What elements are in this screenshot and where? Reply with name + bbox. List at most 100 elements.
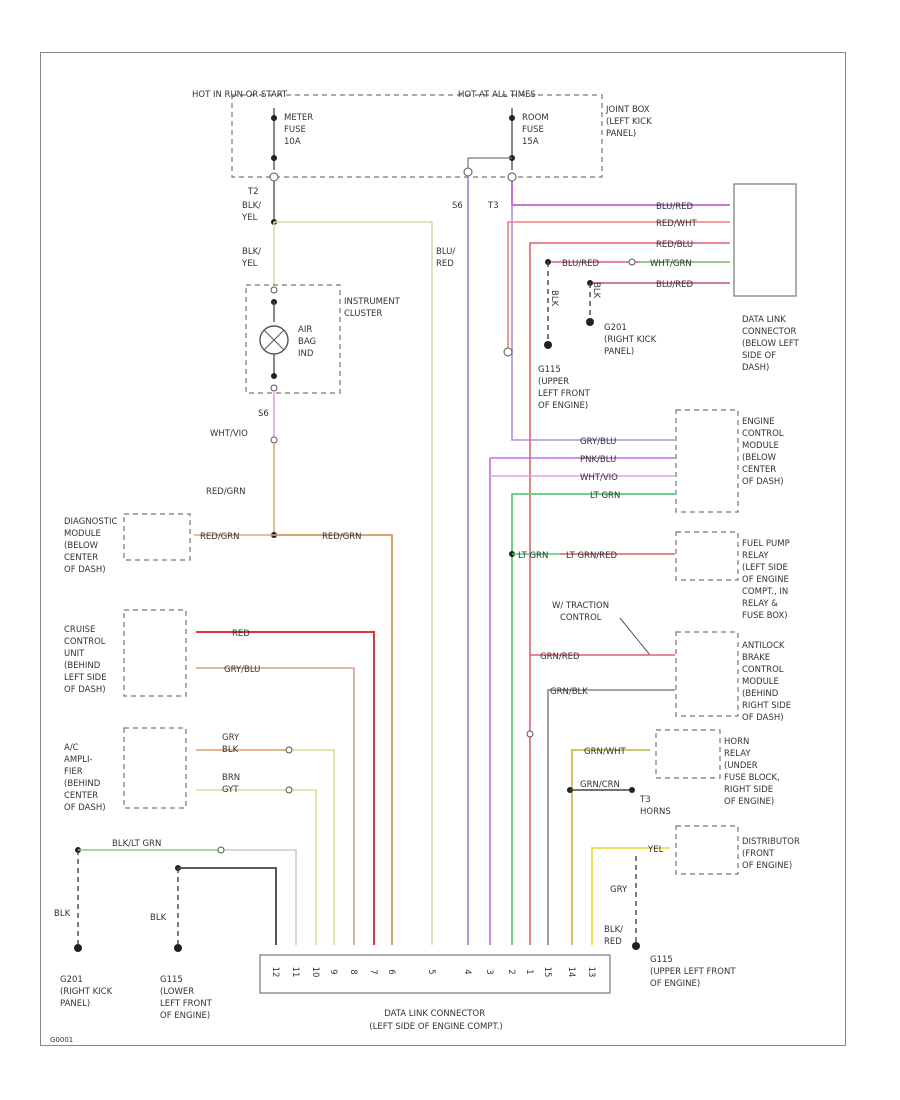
dlc-pin-number: 5 bbox=[426, 969, 436, 974]
diagram-frame bbox=[40, 52, 846, 1046]
dlc-pin-number: 11 bbox=[290, 967, 300, 978]
wire-yel bbox=[591, 847, 670, 945]
connector-s6 bbox=[463, 167, 473, 177]
dlc-pin-number: 1 bbox=[524, 969, 534, 974]
instrument-cluster-label: INSTRUMENT CLUSTER bbox=[344, 297, 403, 319]
wire-red-grn-dlc bbox=[274, 534, 393, 945]
fuse-box bbox=[231, 94, 603, 178]
connector-t3 bbox=[507, 172, 517, 182]
instrument-cluster-box bbox=[245, 284, 341, 394]
lt-grn-label: LT GRN bbox=[518, 551, 548, 561]
connector-t2 bbox=[269, 172, 279, 182]
ecm-wire-4-label: LT GRN bbox=[590, 491, 620, 501]
blk-a-label: BLK bbox=[549, 290, 559, 307]
dlc-dash-label: DATA LINK CONNECTOR (BELOW LEFT SIDE OF … bbox=[742, 315, 802, 373]
dlc-pin-number: 10 bbox=[310, 967, 320, 978]
grn-red-label: GRN/RED bbox=[540, 652, 580, 662]
meter-fuse-label: METER FUSE 10A bbox=[284, 113, 316, 147]
ac-amp-label: A/C AMPLI- FIER (BEHIND CENTER OF DASH) bbox=[64, 743, 106, 813]
dlc-pin-number: 13 bbox=[586, 967, 596, 978]
dlc-pin-number: 4 bbox=[462, 969, 472, 974]
blk-d-label: BLK bbox=[150, 913, 167, 923]
g115-bottom-label: G115 (LOWER LEFT FRONT OF ENGINE) bbox=[160, 975, 214, 1021]
ground-g201-bottom-icon bbox=[74, 944, 82, 952]
hot-all-times-label: HOT AT ALL TIMES bbox=[458, 90, 536, 100]
gry-label: GRY bbox=[610, 885, 628, 895]
dlc-pin-number: 14 bbox=[566, 967, 576, 978]
dlc-pin-number: 6 bbox=[386, 969, 396, 974]
dlc-wire-1-label: BLU/RED bbox=[656, 202, 694, 212]
room-fuse-label: ROOM FUSE 15A bbox=[522, 113, 551, 147]
red-grn-h2-label: RED/GRN bbox=[322, 532, 362, 542]
ground-g201-icon bbox=[586, 318, 594, 326]
g115-right-label: G115 (UPPER LEFT FRONT OF ENGINE) bbox=[650, 955, 738, 989]
blk-yel-label-1: BLK/ YEL bbox=[241, 201, 264, 223]
wire-blu-red-dlc bbox=[511, 181, 730, 206]
horn-wire-label: GRN/WHT bbox=[584, 747, 627, 757]
dlc-dash-box bbox=[733, 183, 797, 297]
blk-b-label: BLK bbox=[591, 282, 601, 299]
fuel-pump-relay-box bbox=[675, 531, 739, 581]
red-grn-vertical-label: RED/GRN bbox=[206, 487, 246, 497]
distributor-label: DISTRIBUTOR (FRONT OF ENGINE) bbox=[742, 837, 803, 871]
horn-wire2-label: GRN/CRN bbox=[580, 780, 620, 790]
ecm-label: ENGINE CONTROL MODULE (BELOW CENTER OF D… bbox=[742, 417, 786, 487]
dlc-wire-5-label: WHT/GRN bbox=[650, 259, 692, 269]
dlc-wire-4-label: BLU/RED bbox=[562, 259, 600, 269]
fuel-pump-label: FUEL PUMP RELAY (LEFT SIDE OF ENGINE COM… bbox=[742, 539, 792, 621]
joint-box-label: JOINT BOX (LEFT KICK PANEL) bbox=[605, 105, 654, 139]
diagnostic-module-label: DIAGNOSTIC MODULE (BELOW CENTER OF DASH) bbox=[64, 517, 120, 575]
blk-lt-grn-label: BLK/LT GRN bbox=[112, 839, 161, 849]
dlc-pin-number: 9 bbox=[328, 969, 338, 974]
s6-label-mid: S6 bbox=[258, 409, 269, 419]
t2-label: T2 bbox=[247, 187, 259, 197]
dlc-wire-6-label: BLU/RED bbox=[656, 280, 694, 290]
wire-pnk-blu bbox=[489, 457, 675, 945]
t3-horns-label: T3 HORNS bbox=[639, 795, 671, 817]
blu-red-label: BLU/ RED bbox=[436, 247, 458, 269]
cruise-label: CRUISE CONTROL UNIT (BEHIND LEFT SIDE OF… bbox=[64, 625, 109, 695]
wire-lt-grn-ecm bbox=[511, 493, 675, 945]
cruise-control-box bbox=[123, 609, 187, 697]
dlc-pin-number: 8 bbox=[348, 969, 358, 974]
red-grn-h1-label: RED/GRN bbox=[200, 532, 240, 542]
wht-vio-label: WHT/VIO bbox=[210, 429, 248, 439]
red-label: RED bbox=[232, 629, 250, 639]
horn-relay-box bbox=[655, 729, 721, 779]
ground-g115-right-icon bbox=[632, 942, 640, 950]
ground-g115-icon bbox=[544, 341, 552, 349]
abs-module-label: ANTILOCK BRAKE CONTROL MODULE (BEHIND RI… bbox=[742, 641, 794, 723]
wire-red-wht bbox=[507, 221, 730, 348]
meter-fuse-icon bbox=[271, 108, 277, 170]
abs-module-box bbox=[675, 631, 739, 717]
figure-id-label: G0001 bbox=[50, 1036, 73, 1044]
dlc-engine-label: DATA LINK CONNECTOR (LEFT SIDE OF ENGINE… bbox=[369, 1009, 502, 1032]
t3-label-top: T3 bbox=[487, 201, 499, 211]
air-bag-ind-label: AIR BAG IND bbox=[298, 325, 319, 359]
ground-g115-bottom-icon bbox=[174, 944, 182, 952]
wire-grn-wht bbox=[571, 749, 650, 945]
g201-label: G201 (RIGHT KICK PANEL) bbox=[604, 323, 659, 357]
wire-gry-blu-ecm bbox=[511, 205, 675, 441]
g115-label: G115 (UPPER LEFT FRONT OF ENGINE) bbox=[538, 365, 592, 411]
wire-blk-yel-to-dlc bbox=[274, 221, 433, 945]
traction-label: W/ TRACTION CONTROL bbox=[552, 601, 612, 623]
grn-blk-label: GRN/BLK bbox=[550, 687, 588, 697]
ecm-box bbox=[675, 409, 739, 513]
ecm-wire-1-label: GRY/BLU bbox=[580, 437, 616, 447]
ecm-wire-3-label: WHT/VIO bbox=[580, 473, 618, 483]
hot-run-start-label: HOT IN RUN OR START bbox=[192, 90, 288, 100]
ac-wire2-label: BRN GYT bbox=[222, 773, 243, 795]
dlc-wire-2-label: RED/WHT bbox=[656, 219, 697, 229]
ac-wire1-label: GRY BLK bbox=[222, 733, 242, 755]
dlc-wire-3-label: RED/BLU bbox=[656, 240, 693, 250]
wire-grn-blk-abs bbox=[547, 689, 675, 945]
diagnostic-module-box bbox=[123, 513, 191, 561]
ac-amplifier-box bbox=[123, 727, 187, 809]
lt-grn-red-label: LT GRN/RED bbox=[566, 551, 617, 561]
blk-yel-label-2: BLK/ YEL bbox=[241, 247, 264, 269]
g201-bottom-label: G201 (RIGHT KICK PANEL) bbox=[60, 975, 115, 1009]
dlc-pin-number: 3 bbox=[484, 969, 494, 974]
